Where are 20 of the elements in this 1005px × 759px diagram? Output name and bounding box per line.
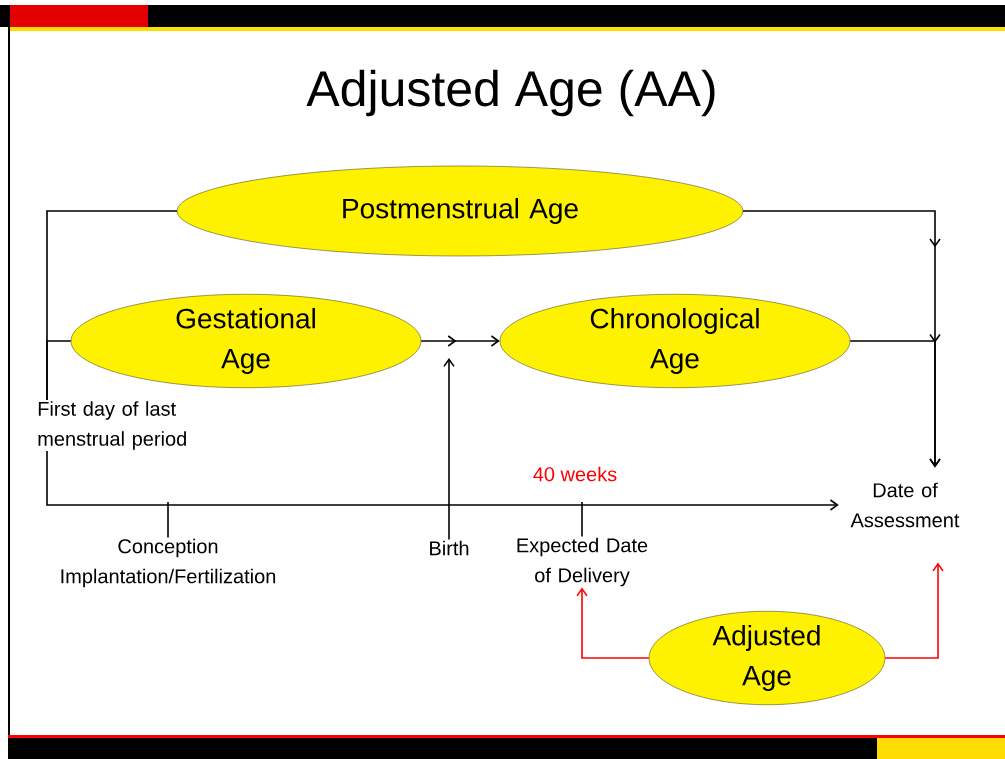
connector-line: [581, 501, 583, 538]
arrow: [884, 562, 944, 659]
connector-line: [46, 340, 72, 401]
arrow: [849, 333, 941, 468]
ellipse-node: Chronological Age: [499, 294, 851, 388]
ellipse-node: Adjusted Age: [648, 611, 886, 705]
title: Adjusted Age (AA): [306, 69, 715, 117]
ellipse-node: Gestational Age: [70, 294, 422, 388]
arrow: [420, 335, 500, 347]
text-label: Expected Date of Delivery: [517, 537, 648, 587]
connector-line: [167, 501, 169, 539]
text-label: First day of last menstrual period: [38, 401, 186, 450]
arrow: [576, 587, 650, 659]
ellipse-node: Postmenstrual Age: [176, 165, 744, 257]
text-label: Date of Assessment: [850, 482, 960, 528]
arrow: [46, 450, 839, 511]
annotation: 40 weeks: [533, 466, 617, 482]
arrow: [443, 358, 455, 541]
text-label: Conception Implantation/Fertilization: [61, 538, 276, 588]
text-label: Birth: [430, 540, 469, 556]
